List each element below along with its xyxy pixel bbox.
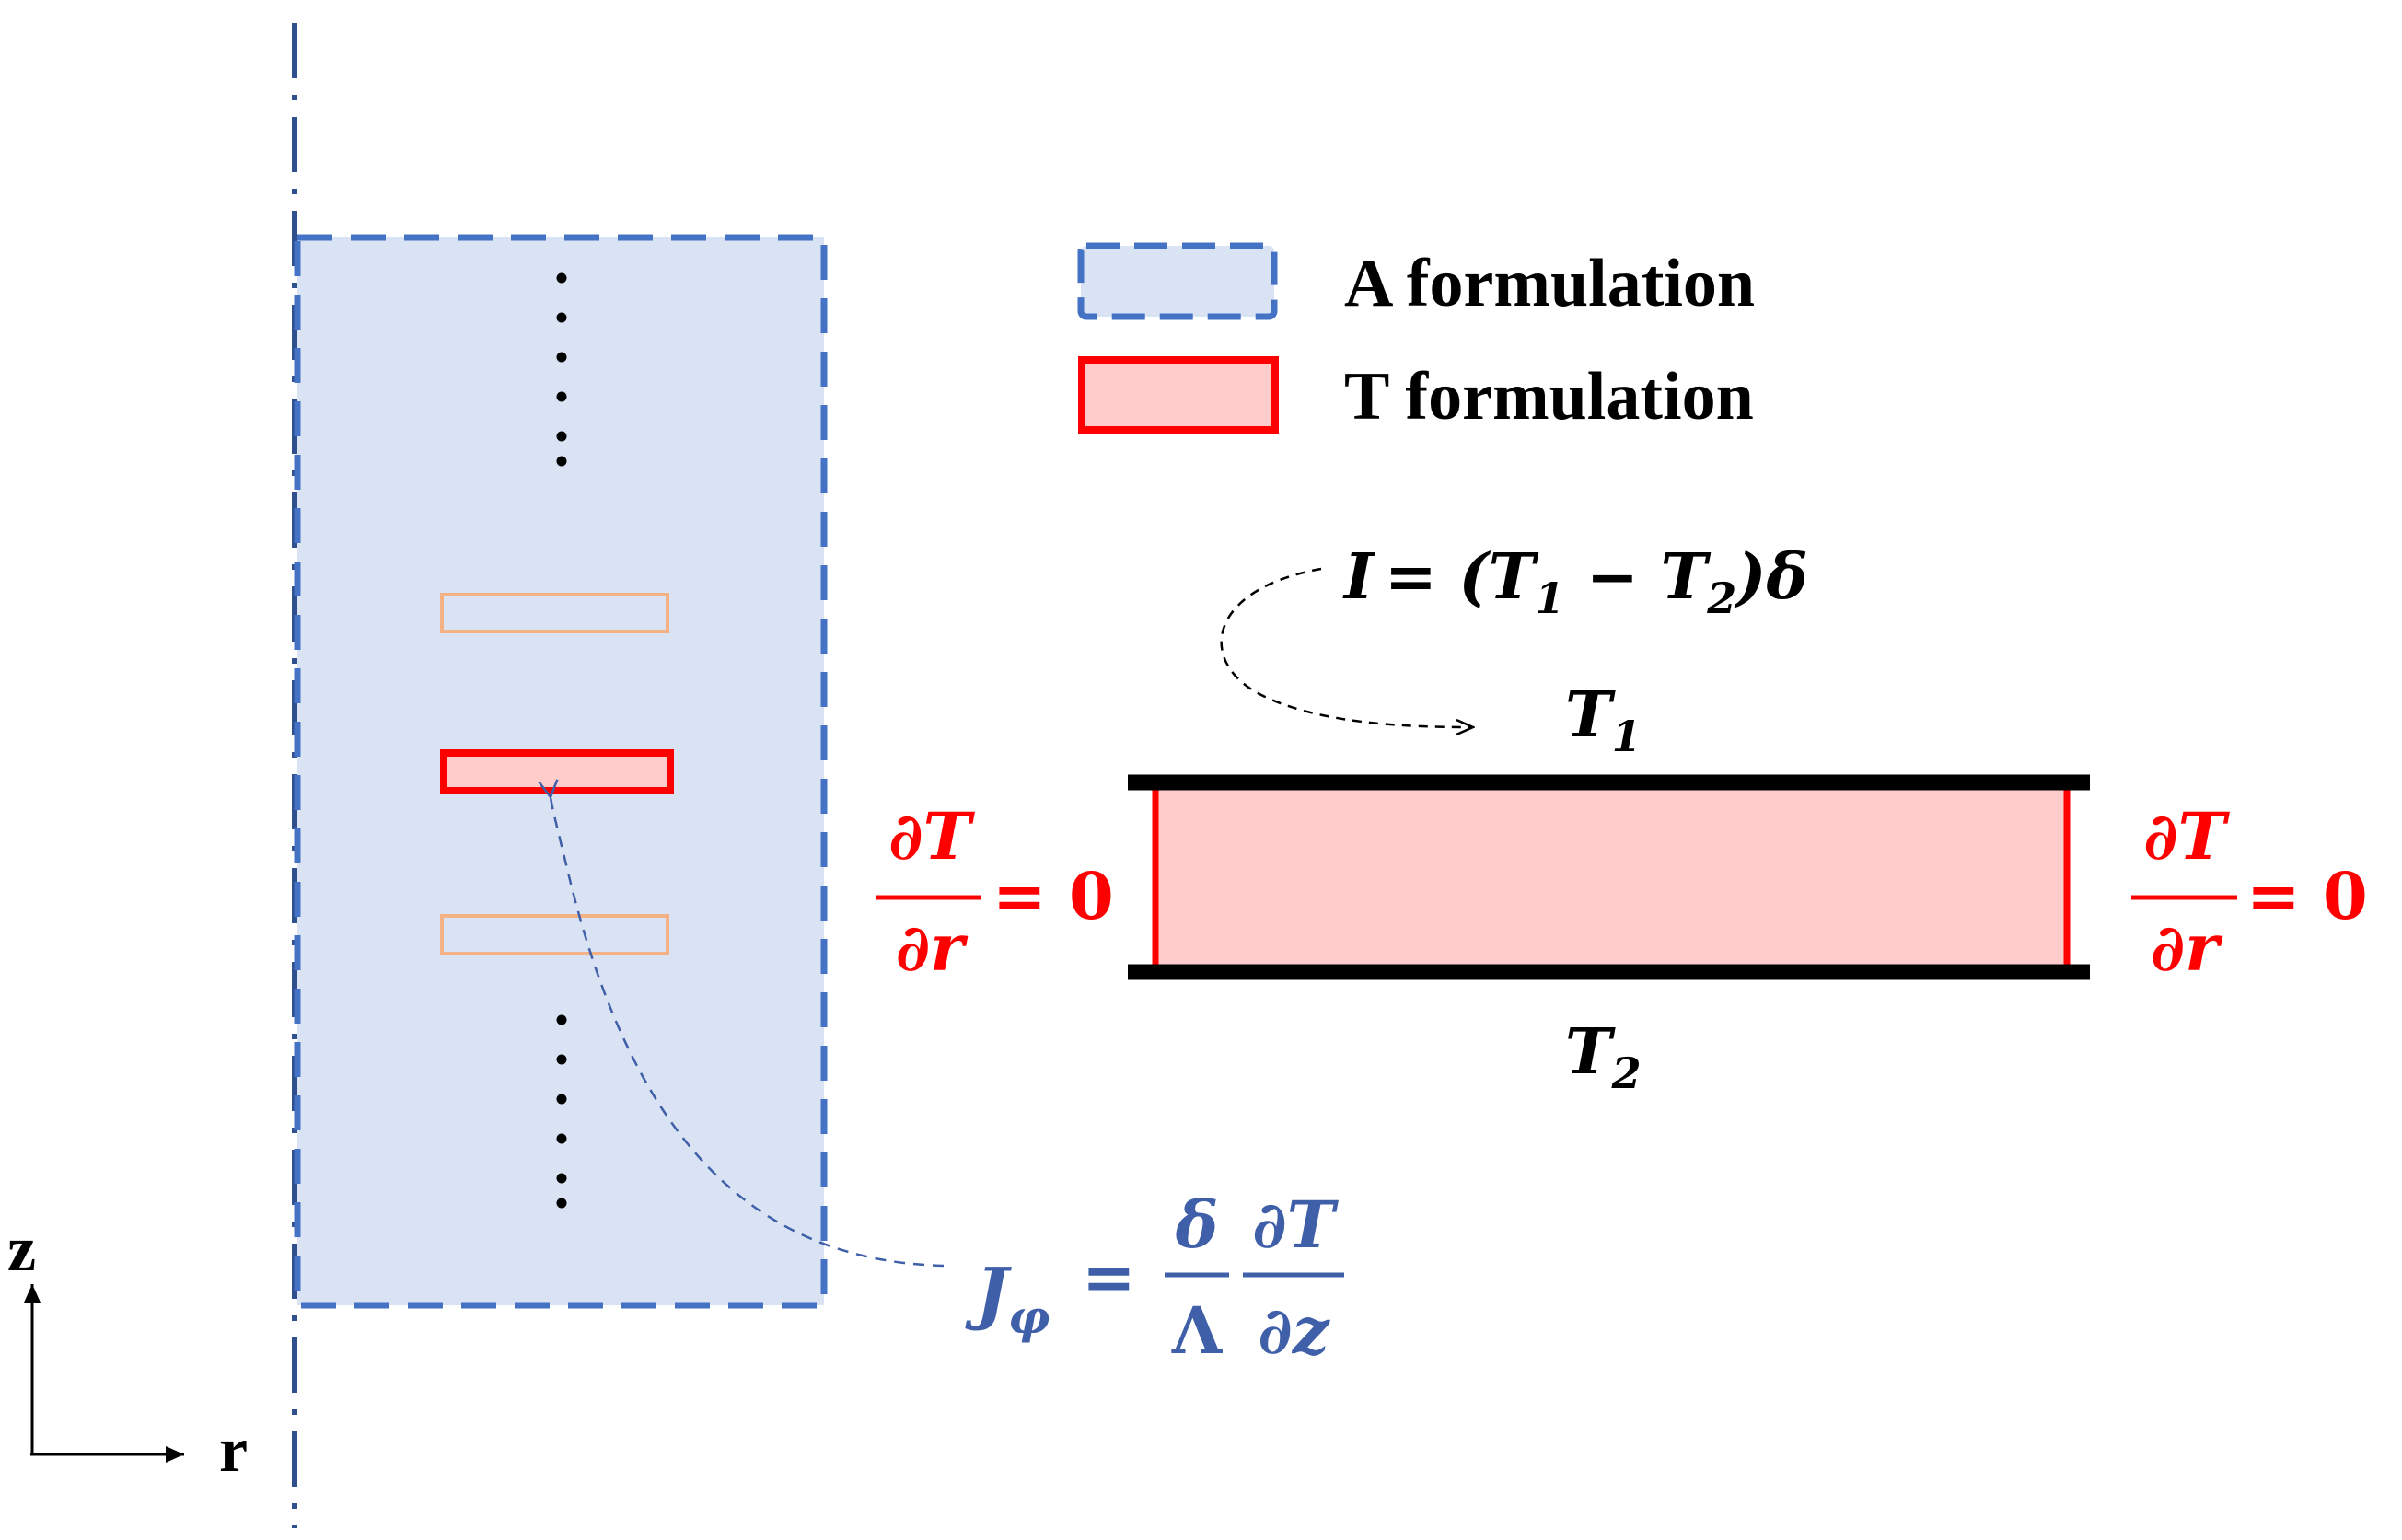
z-axis-label: z [7, 1214, 36, 1285]
ellipsis-bottom [556, 1014, 567, 1209]
ellipsis-top [556, 272, 567, 467]
bc-left: ∂T ∂r = 0 [876, 798, 1114, 986]
legend-t-swatch [1078, 356, 1279, 434]
bc-right-numerator: ∂T [2143, 798, 2230, 874]
svg-text:Jφ: Jφ [965, 1254, 1050, 1344]
bc-left-denominator: ∂r [896, 909, 969, 986]
j-phi-num2: ∂T [1252, 1187, 1339, 1263]
bc-left-rhs: = 0 [992, 858, 1114, 934]
j-phi-den2: ∂z [1258, 1292, 1329, 1369]
j-phi-den1: Λ [1171, 1292, 1224, 1369]
coordinate-axes: z r [7, 1214, 248, 1486]
legend-a-label: A formulation [1344, 246, 1755, 321]
j-phi-num1: δ [1175, 1187, 1219, 1263]
r-axis-label: r [219, 1415, 248, 1486]
current-arrow [1220, 567, 1473, 727]
neighbor-tape-upper [440, 593, 669, 633]
t-domain [1155, 788, 2067, 967]
bc-right-rhs: = 0 [2246, 858, 2368, 934]
bc-left-numerator: ∂T [888, 798, 975, 874]
bc-right-denominator: ∂r [2151, 909, 2223, 986]
legend-a-swatch [1077, 242, 1278, 320]
current-equation: I= (T1 − T2)δ [1342, 540, 1808, 623]
j-phi-equation: Jφ = δ Λ ∂T ∂z [965, 1187, 1344, 1369]
bc-right: ∂T ∂r = 0 [2131, 798, 2368, 986]
neighbor-tape-lower [440, 914, 669, 955]
active-tape [440, 749, 674, 794]
t2-label: T2 [1565, 1015, 1642, 1098]
legend-t-label: T formulation [1344, 359, 1754, 434]
j-phi-equals: = [1082, 1239, 1136, 1315]
t1-label: T1 [1565, 678, 1642, 761]
